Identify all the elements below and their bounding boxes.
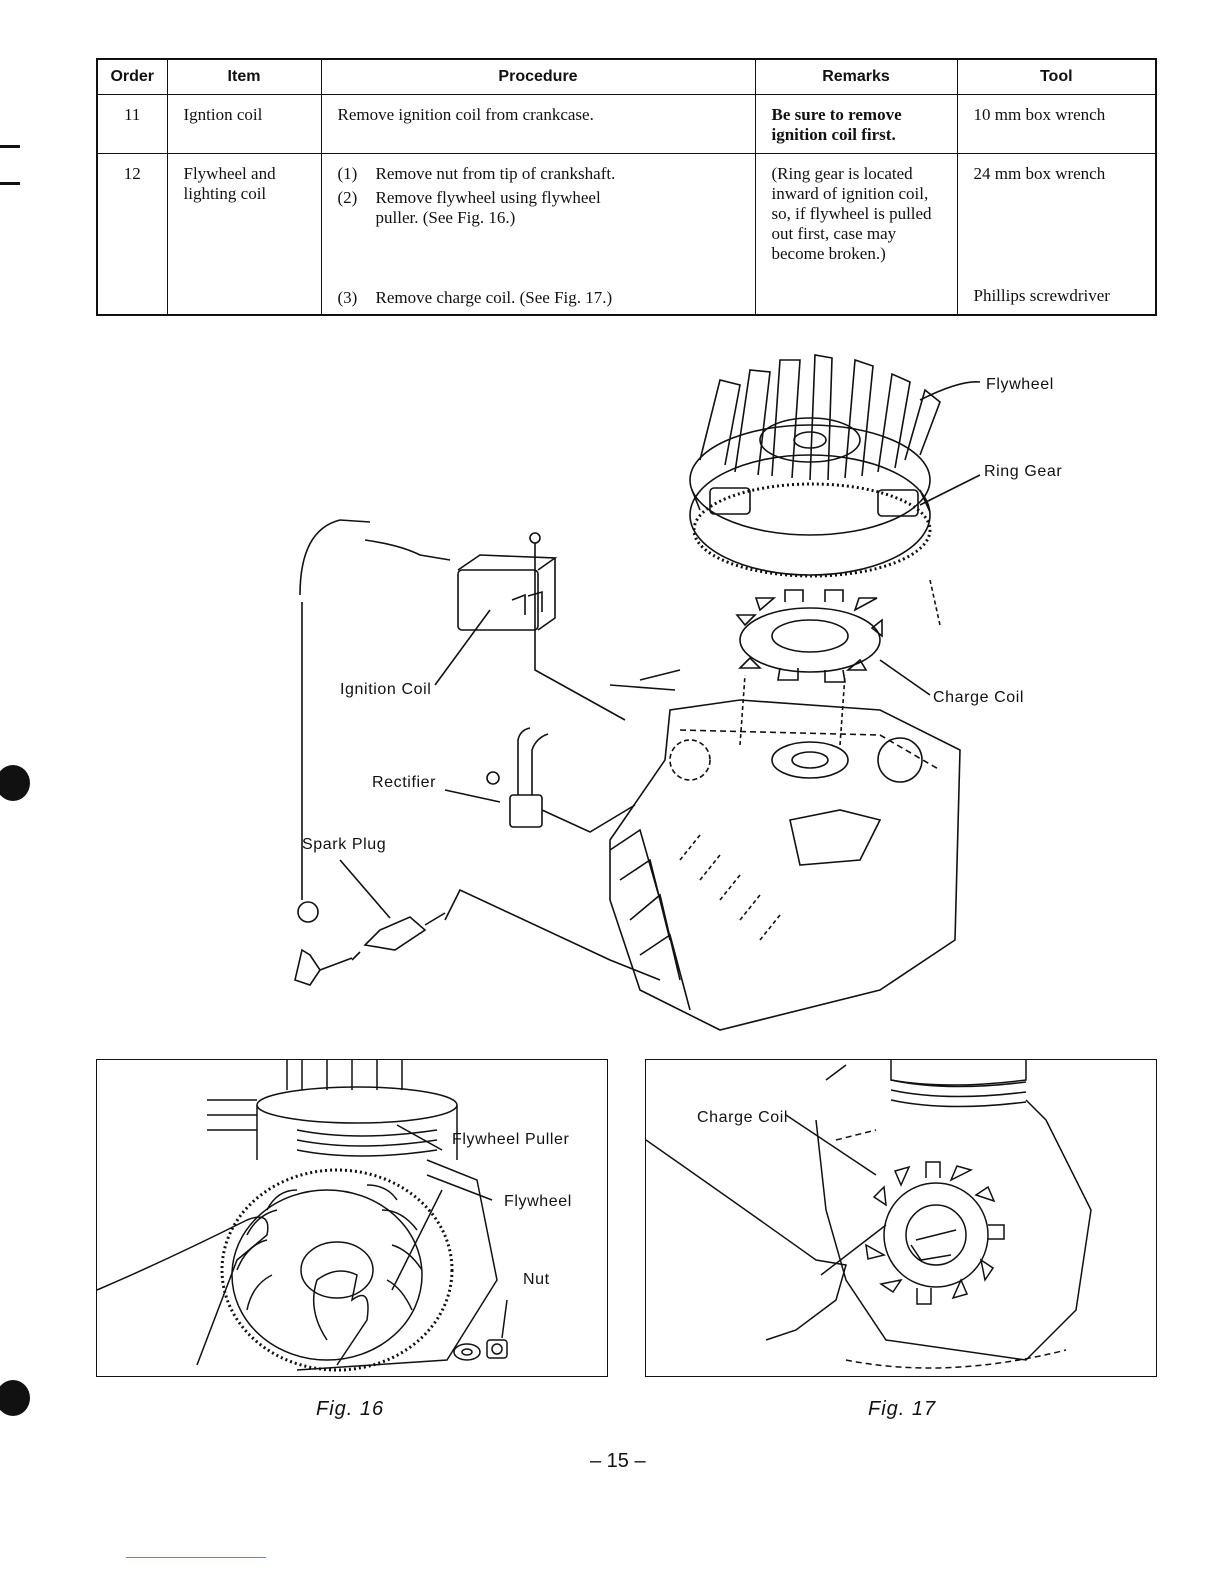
leader-charge-coil [879,659,931,696]
label-nut: Nut [523,1271,550,1288]
label-rectifier: Rectifier [372,774,437,791]
label-flywheel-puller: Flywheel Puller [452,1131,570,1148]
header-tool: Tool [956,58,1157,95]
rectifier-illustration [486,727,636,833]
procedure-step: (1) Remove nut from tip of crankshaft. [338,164,747,184]
cell-tool: 10 mm box wrench [956,94,1157,154]
alignment-lines [739,579,941,746]
figure-16-illustration [97,1060,508,1372]
label-ring-gear: Ring Gear [984,463,1063,480]
step-number: (1) [337,164,358,183]
tool-secondary: Phillips screwdriver [973,286,1110,305]
label-ignition-coil: Ignition Coil [340,681,432,698]
step-number: (3) [337,288,358,307]
flywheel-illustration [689,354,941,576]
step-text: Remove nut from tip of crankshaft. [375,164,616,183]
step-text: Remove flywheel using flywheel puller. (… [375,188,601,227]
exploded-diagram: Flywheel Ring Gear Ignition Coil Charge … [280,340,1070,1050]
label-flywheel: Flywheel [504,1193,572,1210]
leader-rectifier [444,789,501,803]
cell-item: Flywheel and lighting coil [166,153,322,316]
cell-remarks: (Ring gear is located inward of ignition… [754,153,958,316]
crankcase-illustration [609,699,961,1031]
figure-16: Flywheel Puller Flywheel Nut [96,1059,608,1377]
label-flywheel: Flywheel [986,376,1054,393]
cell-item: Igntion coil [166,94,322,154]
ring-gear-illustration [692,482,932,578]
header-item: Item [166,58,322,95]
figure-17: Charge Coil [645,1059,1157,1377]
label-charge-coil: Charge Coil [697,1109,789,1126]
header-remarks: Remarks [754,58,958,95]
figure-17-illustration [646,1060,1092,1369]
exploded-diagram-illustration [294,354,981,1031]
table-header-row: Order Item Procedure Remarks Tool [96,58,1157,95]
procedure-table: Order Item Procedure Remarks Tool 11 Ign… [96,58,1157,316]
cell-order: 12 [96,153,168,316]
leader-ignition-coil [434,609,491,686]
footer-rule [126,1557,266,1558]
cell-procedure: (1) Remove nut from tip of crankshaft. (… [320,153,756,316]
margin-mark [0,182,20,185]
binder-hole [0,1380,30,1416]
cell-order: 11 [96,94,168,154]
tool-primary: 24 mm box wrench [973,164,1106,183]
leader-spark-plug [339,859,391,919]
spark-plug-illustration [294,602,661,986]
cell-procedure: Remove ignition coil from crankcase. [320,94,756,154]
figure-17-caption: Fig. 17 [868,1398,937,1420]
label-charge-coil: Charge Coil [933,689,1025,706]
ignition-coil-illustration [299,519,626,721]
cell-remarks: Be sure to remove ignition coil first. [754,94,958,154]
margin-mark [0,145,20,148]
header-procedure: Procedure [320,58,756,95]
step-text: Remove charge coil. (See Fig. 17.) [375,288,613,307]
cell-tool: 24 mm box wrench Phillips screwdriver [956,153,1157,316]
procedure-step: (3) Remove charge coil. (See Fig. 17.) [338,288,747,308]
leader-flywheel [919,381,981,401]
step-number: (2) [337,188,358,207]
binder-hole [0,765,30,801]
charge-coil-wire [609,669,681,691]
figure-16-caption: Fig. 16 [316,1398,385,1420]
procedure-step: (2) Remove flywheel using flywheel pulle… [338,188,747,228]
label-spark-plug: Spark Plug [302,836,387,853]
table-row: 12 Flywheel and lighting coil (1) Remove… [96,153,1157,316]
table-row: 11 Igntion coil Remove ignition coil fro… [96,94,1157,154]
charge-coil-illustration [735,589,883,683]
page-number: – 15 – [590,1450,646,1472]
header-order: Order [96,58,168,95]
leader-ring-gear [919,474,981,506]
